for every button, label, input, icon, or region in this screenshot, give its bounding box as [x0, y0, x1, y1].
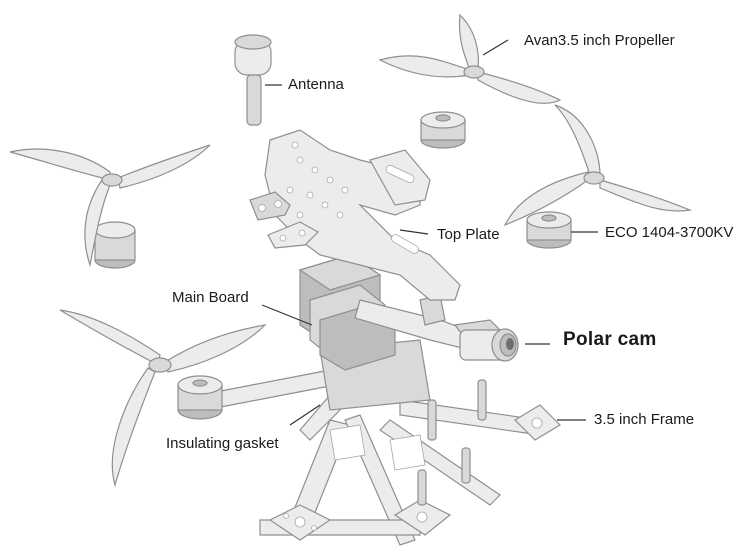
label-main-board: Main Board — [172, 289, 249, 306]
motor-mount-rear-right — [514, 404, 561, 441]
label-propeller: Avan3.5 inch Propeller — [524, 32, 675, 49]
motor-bottom-left — [177, 375, 223, 420]
label-gasket: Insulating gasket — [166, 435, 279, 452]
motor-mount-front-right — [393, 499, 452, 536]
motor-right — [526, 211, 572, 249]
propeller-left — [9, 144, 211, 268]
leader-main-board — [261, 304, 313, 326]
propeller-top-right — [378, 13, 562, 104]
motor-top-center — [420, 111, 466, 149]
label-camera: Polar cam — [563, 329, 657, 350]
label-motor: ECO 1404-3700KV — [605, 224, 734, 241]
leader-gasket — [289, 404, 321, 426]
motor-mount-front-left — [268, 504, 332, 541]
leader-top-plate — [399, 229, 429, 235]
label-top-plate: Top Plate — [437, 226, 500, 243]
label-antenna: Antenna — [288, 76, 344, 93]
propeller-right — [503, 104, 693, 227]
gasket-bracket-part — [267, 221, 319, 249]
label-frame: 3.5 inch Frame — [594, 411, 695, 428]
bracket-part — [249, 191, 291, 221]
leader-propeller — [482, 39, 509, 56]
motor-left — [94, 221, 136, 269]
propeller-bottom-left — [59, 309, 267, 488]
antenna-part — [234, 34, 272, 126]
polar-cam-part — [453, 319, 519, 362]
frame-part — [199, 339, 561, 546]
top-plate-part — [264, 129, 461, 301]
